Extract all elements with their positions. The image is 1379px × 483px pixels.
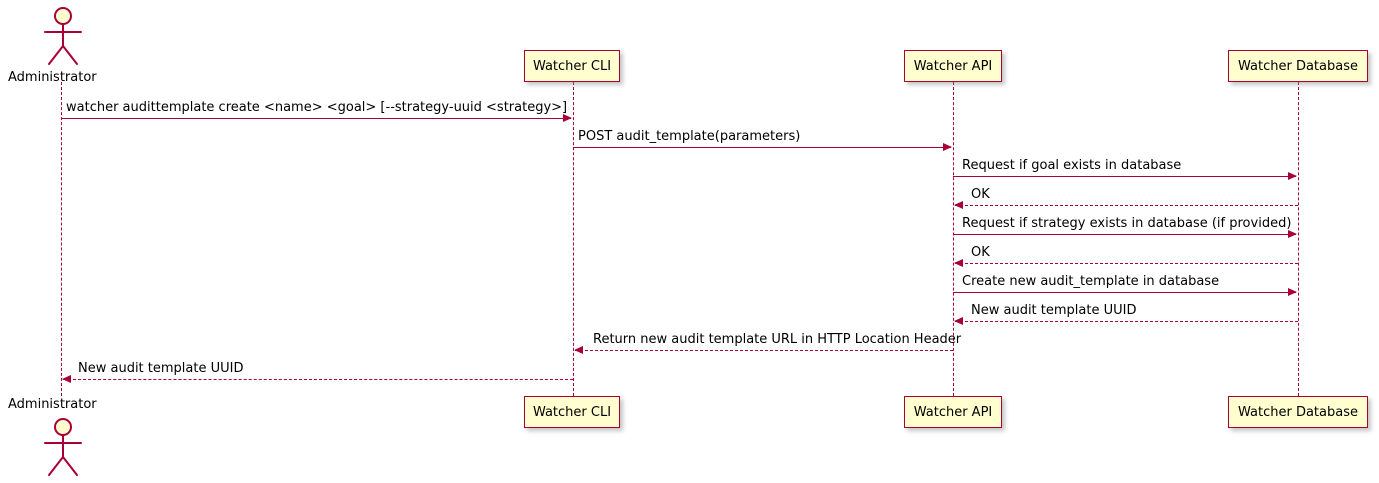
message-line-3 xyxy=(953,176,1296,177)
participant-watcher-cli-bottom[interactable]: Watcher CLI xyxy=(524,396,620,428)
message-label-2: POST audit_template(parameters) xyxy=(578,129,801,144)
message-arrowhead-2 xyxy=(943,143,952,151)
message-label-6: OK xyxy=(971,245,990,260)
participant-label-watcher-database-bottom: Watcher Database xyxy=(1238,404,1358,420)
message-label-9: Return new audit template URL in HTTP Lo… xyxy=(593,332,962,347)
lifeline-3 xyxy=(1298,82,1299,396)
message-line-8 xyxy=(955,321,1298,322)
actor-administrator-top xyxy=(44,7,82,65)
message-label-1: watcher audittemplate create <name> <goa… xyxy=(66,100,568,115)
message-arrowhead-3 xyxy=(1288,172,1297,180)
participant-label-watcher-api-top: Watcher API xyxy=(913,58,993,74)
message-arrowhead-8 xyxy=(954,317,963,325)
message-arrowhead-4 xyxy=(954,201,963,209)
message-arrowhead-5 xyxy=(1288,230,1297,238)
participant-watcher-cli-top[interactable]: Watcher CLI xyxy=(524,50,620,82)
message-line-9 xyxy=(575,350,953,351)
message-arrowhead-7 xyxy=(1288,288,1297,296)
message-arrowhead-1 xyxy=(563,114,572,122)
message-line-4 xyxy=(955,205,1298,206)
message-label-5: Request if strategy exists in database (… xyxy=(962,216,1292,231)
participant-watcher-database-top[interactable]: Watcher Database xyxy=(1228,50,1368,82)
message-line-2 xyxy=(573,147,951,148)
lifeline-0 xyxy=(61,82,62,396)
message-line-1 xyxy=(61,118,571,119)
participant-watcher-api-top[interactable]: Watcher API xyxy=(904,50,1002,82)
participant-watcher-api-bottom[interactable]: Watcher API xyxy=(904,396,1002,428)
participant-label-watcher-api-bottom: Watcher API xyxy=(913,404,993,420)
message-line-10 xyxy=(63,379,573,380)
message-label-7: Create new audit_template in database xyxy=(962,274,1220,289)
message-arrowhead-10 xyxy=(62,375,71,383)
message-label-3: Request if goal exists in database xyxy=(962,158,1182,173)
message-arrowhead-6 xyxy=(954,259,963,267)
lifeline-1 xyxy=(573,82,574,396)
message-label-8: New audit template UUID xyxy=(971,303,1137,318)
participant-watcher-database-bottom[interactable]: Watcher Database xyxy=(1228,396,1368,428)
actor-label-administrator-bottom: Administrator xyxy=(8,397,97,412)
participant-label-watcher-cli-bottom: Watcher CLI xyxy=(532,404,612,420)
lifeline-2 xyxy=(953,82,954,396)
participant-label-watcher-cli-top: Watcher CLI xyxy=(532,58,612,74)
message-label-4: OK xyxy=(971,187,990,202)
participant-label-watcher-database-top: Watcher Database xyxy=(1238,58,1358,74)
actor-administrator-bottom xyxy=(44,418,82,476)
message-line-6 xyxy=(955,263,1298,264)
message-arrowhead-9 xyxy=(574,346,583,354)
actor-label-administrator-top: Administrator xyxy=(8,70,97,85)
message-line-7 xyxy=(953,292,1296,293)
message-label-10: New audit template UUID xyxy=(78,361,244,376)
message-line-5 xyxy=(953,234,1296,235)
